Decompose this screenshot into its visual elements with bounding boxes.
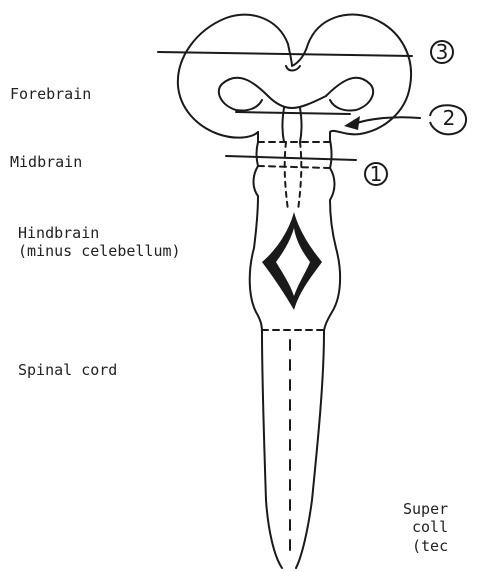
midline-notch: [286, 66, 300, 71]
brainstem-right-outline: [296, 140, 340, 568]
section-marker-2: 2: [443, 106, 456, 130]
right-ventricle-outline: [326, 78, 373, 111]
left-ventricle-outline: [219, 78, 268, 111]
section-marker-1: 1: [370, 162, 383, 186]
brainstem-left-outline: [250, 132, 282, 568]
marker-2-arrow-head: [344, 116, 360, 130]
section-line-2: [236, 112, 350, 114]
aqueduct-left: [285, 142, 288, 210]
section-marker-3: 3: [436, 40, 449, 64]
section-line-3: [158, 52, 412, 56]
aqueduct-right: [298, 142, 301, 210]
forebrain-outline: [178, 15, 411, 140]
section-line-1: [226, 156, 356, 160]
fourth-ventricle: [262, 212, 322, 310]
central-ventricle-outline: [268, 96, 326, 108]
midbrain-lower-boundary: [258, 166, 330, 168]
